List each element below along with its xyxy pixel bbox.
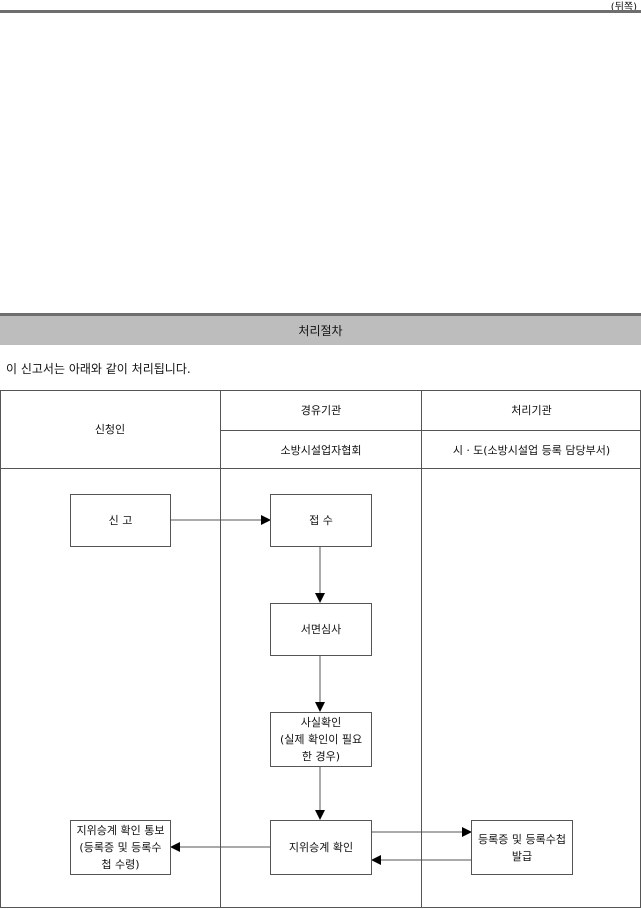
intro-text: 이 신고서는 아래와 같이 처리됩니다. <box>6 362 191 376</box>
step-notify: 지위승계 확인 통보 (등록증 및 등록수 첩 수령) <box>70 820 171 875</box>
step-report: 신 고 <box>70 494 171 547</box>
header-processing-agency: 처리기관 <box>511 404 552 417</box>
step-succession-confirm: 지위승계 확인 <box>270 820 372 875</box>
header-applicant: 신청인 <box>94 423 126 436</box>
column-divider <box>421 390 422 908</box>
column-divider <box>220 390 221 908</box>
header-via-agency: 경유기관 <box>300 404 342 417</box>
step-receipt: 접 수 <box>270 494 372 547</box>
section-header: 처리절차 <box>0 313 641 345</box>
header-divider <box>0 468 641 469</box>
step-fact-check: 사실확인 (실제 확인이 필요 한 경우) <box>270 712 372 767</box>
processing-organization: 시ㆍ도(소방시설업 등록 담당부서) <box>452 443 611 457</box>
header-divider <box>220 430 641 431</box>
page-side-label: (뒤쪽) <box>610 2 637 13</box>
section-title: 처리절차 <box>298 324 343 338</box>
step-document-review: 서면심사 <box>270 603 372 656</box>
step-issue: 등록증 및 등록수첩 발급 <box>471 820 573 875</box>
top-divider <box>0 10 641 13</box>
via-organization: 소방시설업자협회 <box>280 443 362 457</box>
